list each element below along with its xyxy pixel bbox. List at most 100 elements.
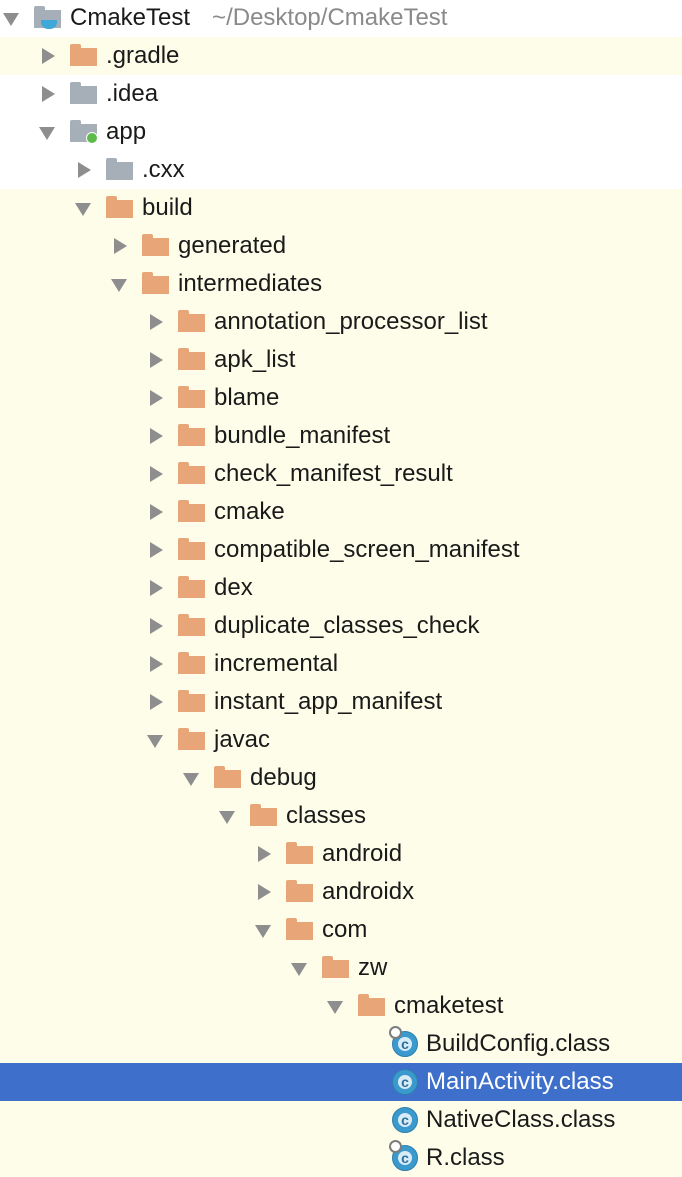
tree-node-idea[interactable]: .idea: [0, 75, 682, 113]
tree-node-label: androidx: [322, 878, 415, 905]
expand-arrow-icon[interactable]: [144, 645, 168, 683]
tree-node-javac[interactable]: javac: [0, 721, 682, 759]
expand-arrow-icon[interactable]: [108, 227, 132, 265]
tree-node-label: NativeClass.class: [426, 1106, 616, 1133]
expand-arrow-icon[interactable]: [144, 493, 168, 531]
folder-gray-icon: [106, 158, 134, 182]
collapse-arrow-icon[interactable]: [144, 721, 168, 759]
tree-node-blame[interactable]: blame: [0, 379, 682, 417]
folder-orange-icon: [178, 348, 206, 372]
collapse-arrow-icon[interactable]: [288, 949, 312, 987]
collapse-arrow-icon[interactable]: [252, 911, 276, 949]
class-file-icon: c: [389, 1026, 418, 1057]
tree-node-label: .cxx: [142, 156, 185, 183]
expand-arrow-icon[interactable]: [252, 873, 276, 911]
tree-node-label: classes: [286, 802, 367, 829]
tree-node-label: generated: [178, 232, 287, 259]
collapse-arrow-icon[interactable]: [324, 987, 348, 1025]
folder-orange-icon: [178, 576, 206, 600]
expand-arrow-icon[interactable]: [144, 417, 168, 455]
tree-node-label: .idea: [106, 80, 159, 107]
tree-node-incremental[interactable]: incremental: [0, 645, 682, 683]
tree-node-label: duplicate_classes_check: [214, 612, 480, 639]
collapse-arrow-icon[interactable]: [72, 189, 96, 227]
tree-node-android[interactable]: android: [0, 835, 682, 873]
folder-orange-icon: [178, 652, 206, 676]
collapse-arrow-icon[interactable]: [216, 797, 240, 835]
collapse-arrow-icon[interactable]: [108, 265, 132, 303]
expand-arrow-icon[interactable]: [144, 379, 168, 417]
expand-arrow-icon[interactable]: [36, 75, 60, 113]
tree-node-label: app: [106, 118, 147, 145]
folder-orange-icon: [214, 766, 242, 790]
tree-node-dex[interactable]: dex: [0, 569, 682, 607]
folder-orange-icon: [322, 956, 350, 980]
tree-node-cmaketest[interactable]: CmakeTest~/Desktop/CmakeTest: [0, 0, 682, 37]
tree-node-compatible-screen-manifest[interactable]: compatible_screen_manifest: [0, 531, 682, 569]
class-file-icon: c: [392, 1069, 418, 1095]
tree-node-label: debug: [250, 764, 317, 791]
expand-arrow-icon[interactable]: [144, 683, 168, 721]
tree-node-debug[interactable]: debug: [0, 759, 682, 797]
tree-node-label: com: [322, 916, 368, 943]
folder-orange-icon: [178, 500, 206, 524]
tree-node-build[interactable]: build: [0, 189, 682, 227]
expand-arrow-icon[interactable]: [144, 341, 168, 379]
tree-node-zw[interactable]: zw: [0, 949, 682, 987]
folder-orange-icon: [178, 538, 206, 562]
tree-node-gradle[interactable]: .gradle: [0, 37, 682, 75]
lock-icon: [389, 1140, 402, 1153]
tree-node-label: zw: [358, 954, 388, 981]
tree-node-cmaketest[interactable]: cmaketest: [0, 987, 682, 1025]
collapse-arrow-icon[interactable]: [0, 0, 24, 37]
tree-node-label: incremental: [214, 650, 339, 677]
tree-node-cmake[interactable]: cmake: [0, 493, 682, 531]
tree-node-label: instant_app_manifest: [214, 688, 443, 715]
tree-node-label: check_manifest_result: [214, 460, 453, 487]
folder-orange-icon: [178, 310, 206, 334]
tree-node-label: dex: [214, 574, 253, 601]
tree-node-apk-list[interactable]: apk_list: [0, 341, 682, 379]
folder-orange-icon: [70, 44, 98, 68]
tree-node-label: javac: [214, 726, 271, 753]
tree-node-app[interactable]: app: [0, 113, 682, 151]
lock-icon: [389, 1026, 402, 1039]
tree-node-bundle-manifest[interactable]: bundle_manifest: [0, 417, 682, 455]
tree-node-com[interactable]: com: [0, 911, 682, 949]
project-path: ~/Desktop/CmakeTest: [212, 4, 448, 31]
collapse-arrow-icon[interactable]: [36, 113, 60, 151]
folder-orange-icon: [142, 234, 170, 258]
tree-node-duplicate-classes-check[interactable]: duplicate_classes_check: [0, 607, 682, 645]
folder-orange-icon: [142, 272, 170, 296]
expand-arrow-icon[interactable]: [252, 835, 276, 873]
folder-orange-icon: [286, 880, 314, 904]
expand-arrow-icon[interactable]: [144, 607, 168, 645]
expand-arrow-icon[interactable]: [36, 37, 60, 75]
tree-node-generated[interactable]: generated: [0, 227, 682, 265]
tree-node-annotation-processor-list[interactable]: annotation_processor_list: [0, 303, 682, 341]
tree-node-cxx[interactable]: .cxx: [0, 151, 682, 189]
collapse-arrow-icon[interactable]: [180, 759, 204, 797]
tree-node-label: cmaketest: [394, 992, 504, 1019]
folder-orange-icon: [178, 690, 206, 714]
folder-orange-icon: [358, 994, 386, 1018]
expand-arrow-icon[interactable]: [144, 303, 168, 341]
project-folder-icon: [34, 6, 62, 30]
tree-node-intermediates[interactable]: intermediates: [0, 265, 682, 303]
tree-node-classes[interactable]: classes: [0, 797, 682, 835]
tree-node-androidx[interactable]: androidx: [0, 873, 682, 911]
tree-node-check-manifest-result[interactable]: check_manifest_result: [0, 455, 682, 493]
expand-arrow-icon[interactable]: [144, 531, 168, 569]
expand-arrow-icon[interactable]: [144, 455, 168, 493]
expand-arrow-icon[interactable]: [144, 569, 168, 607]
folder-orange-icon: [106, 196, 134, 220]
tree-node-label: apk_list: [214, 346, 296, 373]
folder-orange-icon: [178, 424, 206, 448]
expand-arrow-icon[interactable]: [72, 151, 96, 189]
tree-node-instant-app-manifest[interactable]: instant_app_manifest: [0, 683, 682, 721]
